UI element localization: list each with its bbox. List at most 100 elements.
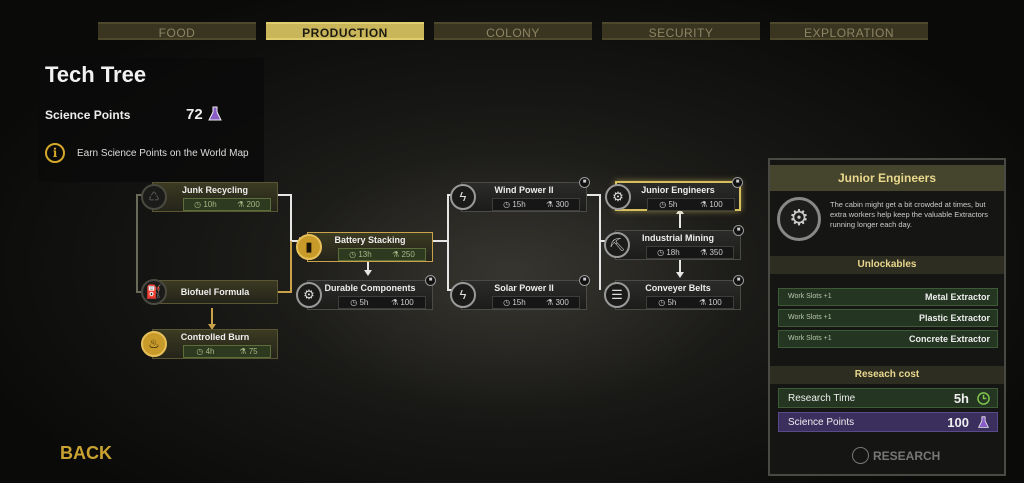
gear-icon: ⚙ [777, 197, 821, 241]
tab-production[interactable]: PRODUCTION [266, 22, 424, 40]
research-button[interactable]: RESEARCH [873, 449, 941, 463]
node-name: Controlled Burn [180, 332, 250, 342]
node-stats: ◷ 13h⚗ 250 [338, 248, 426, 261]
tab-security[interactable]: SECURITY [602, 22, 760, 40]
node-time: 18h [666, 248, 680, 257]
research-time-row: Research Time 5h [778, 388, 998, 408]
mining-icon: ⛏ [604, 232, 630, 258]
tab-exploration[interactable]: EXPLORATION [770, 22, 928, 40]
unlockable-name: Concrete Extractor [908, 334, 990, 344]
node-stats: ◷ 5h⚗ 100 [338, 296, 426, 309]
unlockable-bonus: Work Slots +1 [788, 335, 832, 342]
lock-icon: ■ [579, 275, 590, 286]
hint-text: Earn Science Points on the World Map [77, 148, 249, 159]
node-stats: ◷ 10h⚗ 200 [183, 198, 271, 211]
node-time: 15h [512, 298, 526, 307]
node-cost: 100 [400, 298, 414, 307]
info-icon: i [45, 143, 65, 163]
conveyer-icon: ☰ [604, 282, 630, 308]
tech-junior-engineers[interactable]: ⚙ Junior Engineers ◷ 5h⚗ 100 ■ [605, 177, 743, 211]
flask-icon [977, 416, 990, 428]
research-time-label: Research Time [788, 393, 856, 404]
node-time: 10h [203, 200, 217, 209]
science-points-cost-label: Science Points [788, 417, 855, 428]
science-points-label: Science Points [45, 108, 131, 122]
node-stats: ◷ 4h⚗ 75 [183, 345, 271, 358]
unlockables-header: Unlockables [770, 256, 1004, 274]
tech-junk-recycling[interactable]: ♺ Junk Recycling ◷ 10h⚗ 200 [141, 182, 278, 212]
node-time: 5h [668, 200, 678, 209]
fire-icon: ♨ [141, 331, 167, 357]
lightning-icon: ϟ [450, 282, 476, 308]
node-time: 5h [359, 298, 369, 307]
node-stats: ◷ 15h⚗ 300 [492, 198, 580, 211]
node-name: Industrial Mining [642, 233, 714, 243]
components-icon: ⚙ [296, 282, 322, 308]
lock-icon: ■ [579, 177, 590, 188]
info-panel [38, 58, 264, 182]
node-stats: ◷ 18h⚗ 350 [646, 246, 734, 259]
unlockable-bonus: Work Slots +1 [788, 293, 832, 300]
lock-icon: ■ [425, 275, 436, 286]
node-cost: 75 [248, 347, 258, 356]
detail-title: Junior Engineers [770, 165, 1004, 191]
tech-solar-power-2[interactable]: ϟ Solar Power II ◷ 15h⚗ 300 ■ [450, 275, 590, 310]
research-cost-header: Reseach cost [770, 366, 1004, 384]
lightning-icon: ϟ [450, 184, 476, 210]
battery-icon: ▮ [296, 234, 322, 260]
tech-conveyer-belts[interactable]: ☰ Conveyer Belts ◷ 5h⚗ 100 ■ [604, 275, 744, 310]
node-cost: 100 [709, 200, 723, 209]
lock-icon: ■ [732, 177, 743, 188]
research-time-value: 5h [953, 391, 969, 406]
node-name: Biofuel Formula [180, 287, 250, 297]
research-icon [852, 447, 869, 464]
lock-icon: ■ [733, 275, 744, 286]
science-points-value: 72 [186, 106, 203, 123]
node-name: Junior Engineers [641, 185, 715, 195]
tech-durable-components[interactable]: ⚙ Durable Components ◷ 5h⚗ 100 ■ [296, 275, 436, 310]
science-points-row: Science Points 100 [778, 412, 998, 432]
node-name: Solar Power II [494, 283, 554, 293]
node-time: 13h [358, 250, 372, 259]
node-cost: 300 [555, 298, 569, 307]
tab-colony[interactable]: COLONY [434, 22, 592, 40]
tab-food[interactable]: FOOD [98, 22, 256, 40]
node-name: Junk Recycling [181, 185, 249, 195]
tech-industrial-mining[interactable]: ⛏ Industrial Mining ◷ 18h⚗ 350 ■ [604, 225, 744, 260]
node-stats: ◷ 5h⚗ 100 [647, 198, 735, 211]
unlockable-bonus: Work Slots +1 [788, 314, 832, 321]
node-name: Battery Stacking [334, 235, 406, 245]
node-cost: 350 [709, 248, 723, 257]
tech-battery-stacking[interactable]: ▮ Battery Stacking ◷ 13h⚗ 250 [296, 232, 433, 262]
back-button[interactable]: BACK [60, 443, 112, 463]
unlockable-name: Plastic Extractor [918, 313, 990, 323]
clock-icon [977, 392, 990, 405]
node-cost: 200 [246, 200, 260, 209]
gear-icon: ⚙ [605, 184, 631, 210]
node-cost: 100 [708, 298, 722, 307]
node-stats: ◷ 15h⚗ 300 [492, 296, 580, 309]
flask-icon [208, 106, 222, 121]
unlockable-item: Work Slots +1 Concrete Extractor [778, 330, 998, 348]
node-stats: ◷ 5h⚗ 100 [646, 296, 734, 309]
recycle-icon: ♺ [141, 184, 167, 210]
unlockable-name: Metal Extractor [924, 292, 990, 302]
node-time: 4h [205, 347, 215, 356]
tech-controlled-burn[interactable]: ♨ Controlled Burn ◷ 4h⚗ 75 [141, 329, 278, 359]
node-cost: 250 [401, 250, 415, 259]
unlockable-item: Work Slots +1 Plastic Extractor [778, 309, 998, 327]
fuel-icon: ⛽ [141, 279, 167, 305]
tech-biofuel-formula[interactable]: ⛽ Biofuel Formula [141, 279, 278, 305]
node-cost: 300 [555, 200, 569, 209]
detail-description: The cabin might get a bit crowded at tim… [830, 200, 988, 229]
node-name: Wind Power II [494, 185, 554, 195]
lock-icon: ■ [733, 225, 744, 236]
tech-wind-power-2[interactable]: ϟ Wind Power II ◷ 15h⚗ 300 ■ [450, 177, 590, 212]
page-title: Tech Tree [45, 62, 147, 87]
node-name: Conveyer Belts [645, 283, 711, 293]
node-name: Durable Components [324, 283, 416, 293]
category-tabs: FOOD PRODUCTION COLONY SECURITY EXPLORAT… [98, 22, 928, 40]
node-time: 5h [667, 298, 677, 307]
node-time: 15h [512, 200, 526, 209]
unlockable-item: Work Slots +1 Metal Extractor [778, 288, 998, 306]
